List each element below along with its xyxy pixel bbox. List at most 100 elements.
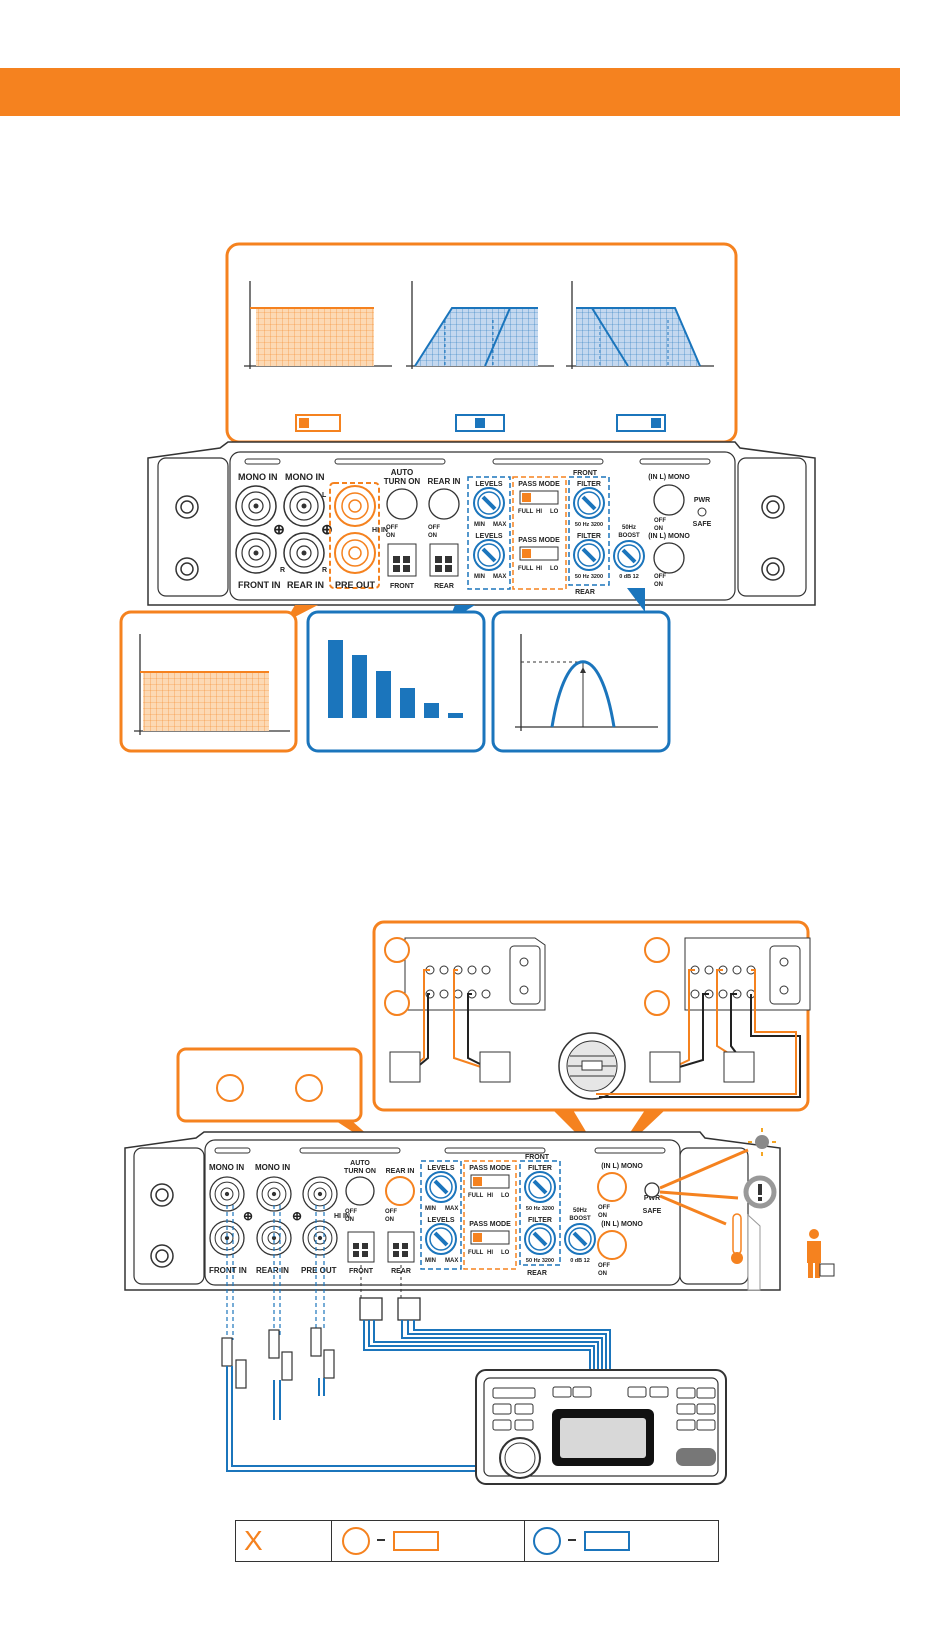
subwoofer-icon bbox=[558, 1032, 626, 1100]
rear-connector bbox=[429, 543, 459, 577]
svg-text:PASS MODE: PASS MODE bbox=[469, 1221, 511, 1228]
svg-text:LO: LO bbox=[550, 566, 559, 572]
svg-text:HI IN: HI IN bbox=[372, 527, 388, 534]
filter-graphs-callout bbox=[225, 242, 738, 465]
mono-front-button[interactable] bbox=[653, 484, 685, 516]
svg-text:SAFE: SAFE bbox=[643, 1208, 662, 1215]
pre-out-jack-bottom bbox=[334, 532, 376, 574]
front-connector bbox=[387, 543, 417, 577]
svg-text:(IN L) MONO: (IN L) MONO bbox=[648, 474, 690, 481]
legend-blue-dash bbox=[568, 1539, 576, 1541]
speaker-connector-cables bbox=[359, 1265, 611, 1380]
svg-text:MAX: MAX bbox=[493, 522, 506, 528]
switch-full-icon bbox=[295, 414, 341, 432]
amplifier-panel-top: MONO IN MONO IN ⊕ ⊕ L R R FRONT IN REAR … bbox=[147, 441, 816, 606]
svg-text:MONO IN: MONO IN bbox=[255, 1163, 290, 1172]
label-rear-in: REAR IN bbox=[287, 580, 324, 590]
svg-text:MONO IN: MONO IN bbox=[209, 1163, 244, 1172]
svg-text:50Hz: 50Hz bbox=[622, 525, 636, 531]
mono-rear-button[interactable] bbox=[653, 542, 685, 574]
svg-text:MIN: MIN bbox=[474, 574, 485, 580]
disc-slot bbox=[676, 1448, 716, 1466]
svg-text:PASS MODE: PASS MODE bbox=[518, 537, 560, 544]
svg-text:LEVELS: LEVELS bbox=[427, 1165, 455, 1172]
svg-text:LO: LO bbox=[550, 509, 559, 515]
pass-mode-rear-switch[interactable] bbox=[522, 549, 531, 558]
svg-text:MIN: MIN bbox=[425, 1258, 436, 1264]
svg-text:AUTO: AUTO bbox=[350, 1160, 370, 1167]
svg-text:REAR IN: REAR IN bbox=[428, 477, 461, 486]
legend-x-cell: X bbox=[236, 1521, 332, 1561]
svg-text:BOOST: BOOST bbox=[569, 1216, 591, 1222]
svg-text:MAX: MAX bbox=[493, 574, 506, 580]
svg-text:(IN L) MONO: (IN L) MONO bbox=[648, 533, 690, 540]
hi-in-rear-in-callout bbox=[176, 1047, 363, 1123]
legend-x-mark: X bbox=[244, 1525, 263, 1556]
header-bar bbox=[0, 68, 900, 116]
svg-text:MIN: MIN bbox=[425, 1206, 436, 1212]
svg-text:ON: ON bbox=[345, 1217, 354, 1223]
levels-rear-knob[interactable] bbox=[472, 538, 506, 572]
sun-icon bbox=[748, 1128, 776, 1156]
legend-blue-cell bbox=[525, 1521, 718, 1561]
boost-curve-callout bbox=[491, 610, 671, 753]
svg-text:SAFE: SAFE bbox=[693, 521, 712, 528]
filter-rear-knob[interactable] bbox=[572, 538, 606, 572]
label-pre-out: PRE OUT bbox=[335, 580, 376, 590]
svg-text:50 Hz 3200: 50 Hz 3200 bbox=[526, 1258, 554, 1264]
svg-text:PASS MODE: PASS MODE bbox=[518, 481, 560, 488]
svg-text:⊕: ⊕ bbox=[243, 1209, 253, 1223]
svg-text:FILTER: FILTER bbox=[528, 1217, 552, 1224]
svg-text:FRONT: FRONT bbox=[525, 1154, 550, 1161]
legend-orange-cell bbox=[332, 1521, 525, 1561]
low-pass-graph bbox=[566, 281, 714, 369]
svg-text:FILTER: FILTER bbox=[577, 533, 601, 540]
svg-text:⊕: ⊕ bbox=[273, 521, 285, 537]
legend-blue-rect bbox=[584, 1531, 630, 1551]
svg-text:TURN ON: TURN ON bbox=[384, 477, 421, 486]
svg-text:FULL: FULL bbox=[468, 1193, 484, 1199]
svg-text:HI: HI bbox=[536, 509, 542, 515]
svg-text:R: R bbox=[280, 567, 285, 574]
switch-hi-icon bbox=[455, 414, 505, 432]
svg-text:HI: HI bbox=[536, 566, 542, 572]
svg-text:REAR IN: REAR IN bbox=[256, 1266, 289, 1275]
svg-text:MAX: MAX bbox=[445, 1258, 458, 1264]
filter-front-knob[interactable] bbox=[572, 486, 606, 520]
svg-text:TURN ON: TURN ON bbox=[344, 1168, 376, 1175]
thermometer-icon bbox=[731, 1213, 743, 1264]
svg-text:OFF: OFF bbox=[598, 1263, 610, 1269]
svg-text:HI IN: HI IN bbox=[334, 1213, 350, 1220]
pass-mode-front-switch[interactable] bbox=[522, 493, 531, 502]
legend-orange-dash bbox=[377, 1539, 385, 1541]
svg-text:FRONT IN: FRONT IN bbox=[209, 1266, 247, 1275]
auto-turn-on-button[interactable] bbox=[386, 488, 418, 520]
svg-text:0 dB 12: 0 dB 12 bbox=[570, 1258, 590, 1264]
svg-text:50 Hz 3200: 50 Hz 3200 bbox=[575, 574, 603, 580]
svg-text:PWR: PWR bbox=[694, 497, 710, 504]
svg-text:HI: HI bbox=[487, 1193, 493, 1199]
legend-orange-rect bbox=[393, 1531, 439, 1551]
svg-text:REAR: REAR bbox=[575, 589, 595, 596]
svg-text:0 dB 12: 0 dB 12 bbox=[619, 574, 639, 580]
pre-out-jack-top bbox=[334, 485, 376, 527]
svg-text:LEVELS: LEVELS bbox=[475, 533, 503, 540]
svg-text:LO: LO bbox=[501, 1193, 510, 1199]
levels-front-knob[interactable] bbox=[472, 486, 506, 520]
svg-text:FRONT: FRONT bbox=[573, 470, 598, 477]
svg-text:OFF: OFF bbox=[385, 1209, 397, 1215]
rear-in-button[interactable] bbox=[428, 488, 460, 520]
label-front-in: FRONT IN bbox=[238, 580, 281, 590]
switch-lo-icon bbox=[616, 414, 666, 432]
svg-text:REAR IN: REAR IN bbox=[386, 1168, 415, 1175]
rear-in-button-highlight[interactable] bbox=[385, 1176, 415, 1206]
svg-text:ON: ON bbox=[598, 1213, 607, 1219]
svg-text:PWR: PWR bbox=[644, 1195, 660, 1202]
amplifier-panel-bottom: MONO IN MONO IN ⊕ ⊕ FRONT IN REAR IN PRE… bbox=[124, 1131, 781, 1291]
svg-text:OFF: OFF bbox=[428, 525, 440, 531]
svg-text:ON: ON bbox=[385, 1217, 394, 1223]
svg-text:FULL: FULL bbox=[518, 566, 534, 572]
boost-knob[interactable] bbox=[612, 539, 646, 573]
mono-wiring-callout bbox=[372, 920, 811, 1112]
svg-text:MIN: MIN bbox=[474, 522, 485, 528]
